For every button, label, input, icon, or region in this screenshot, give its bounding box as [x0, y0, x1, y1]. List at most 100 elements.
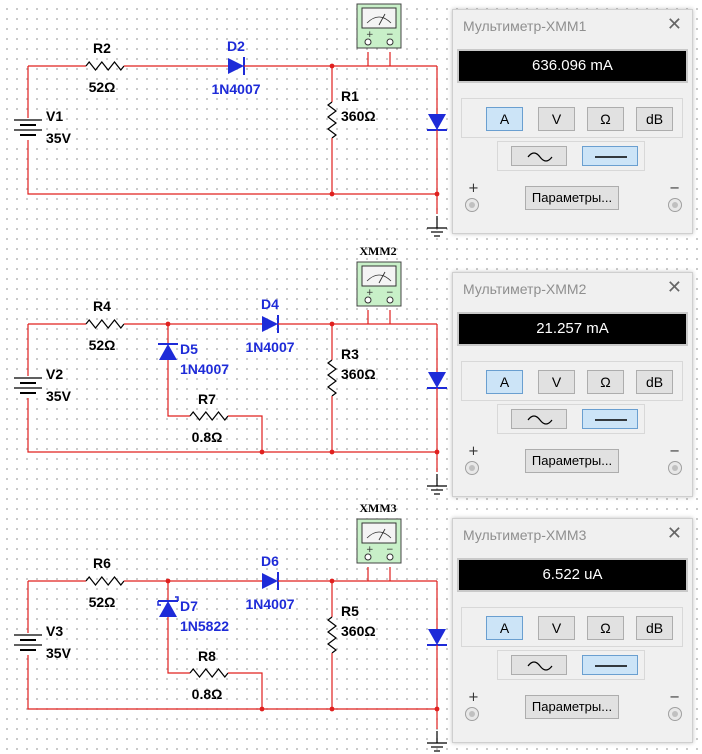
resistor-top[interactable]	[85, 61, 125, 71]
multimeter-icon[interactable]: +−	[356, 261, 402, 307]
component-label: D6	[261, 553, 279, 569]
diode-shunt[interactable]	[158, 343, 178, 360]
close-icon[interactable]: ✕	[666, 277, 682, 298]
component-label: 0.8Ω	[192, 686, 223, 702]
mode-button-1[interactable]: V	[538, 616, 575, 640]
component-label: XMM2	[359, 244, 396, 258]
mode-button-2[interactable]: Ω	[587, 107, 624, 131]
resistor-shunt[interactable]	[189, 668, 229, 678]
svg-text:+: +	[366, 545, 374, 555]
sine-wave-icon	[527, 152, 553, 162]
close-icon[interactable]: ✕	[666, 523, 682, 544]
svg-text:−: −	[386, 30, 394, 40]
junction-dot	[434, 191, 440, 197]
mode-button-2[interactable]: Ω	[587, 616, 624, 640]
diode-right[interactable]	[427, 372, 447, 389]
mode-button-2[interactable]: Ω	[587, 370, 624, 394]
resistor-load[interactable]	[327, 616, 337, 654]
mode-button-1[interactable]: V	[538, 107, 575, 131]
component-label: 52Ω	[89, 594, 116, 610]
waveform-group	[497, 141, 645, 171]
wire	[167, 617, 190, 674]
battery[interactable]	[14, 118, 42, 140]
ground-icon	[427, 216, 447, 237]
resistor-load[interactable]	[327, 359, 337, 397]
component-label: 1N5822	[180, 618, 229, 634]
multimeter-icon[interactable]: +−	[356, 518, 402, 564]
component-label: 1N4007	[245, 339, 294, 355]
mode-button-0[interactable]: A	[486, 616, 523, 640]
mode-button-3[interactable]: dB	[636, 616, 673, 640]
ac-wave-button[interactable]	[511, 146, 567, 166]
waveform-group	[497, 650, 645, 680]
resistor-shunt[interactable]	[189, 411, 229, 421]
junction-dot	[329, 449, 335, 455]
plus-terminal-label: +	[468, 444, 479, 459]
component-label: 1N4007	[211, 81, 260, 97]
resistor-load[interactable]	[327, 101, 337, 139]
mode-button-0[interactable]: A	[486, 370, 523, 394]
diode-right[interactable]	[427, 114, 447, 131]
component-label: 35V	[46, 645, 72, 661]
junction-dot	[329, 63, 335, 69]
battery[interactable]	[14, 376, 42, 398]
junction-dot	[434, 706, 440, 712]
wire	[27, 324, 437, 453]
plus-terminal[interactable]	[465, 707, 479, 721]
mode-button-1[interactable]: V	[538, 370, 575, 394]
svg-text:−: −	[386, 545, 394, 555]
parameters-button[interactable]: Параметры...	[525, 449, 619, 473]
svg-text:+: +	[366, 288, 374, 298]
resistor-top[interactable]	[85, 319, 125, 329]
plus-terminal[interactable]	[465, 461, 479, 475]
plus-terminal[interactable]	[465, 198, 479, 212]
minus-terminal[interactable]	[668, 198, 682, 212]
wire	[27, 66, 437, 195]
component-label: V1	[46, 108, 63, 124]
mode-button-3[interactable]: dB	[636, 107, 673, 131]
diode-right[interactable]	[427, 629, 447, 646]
component-label: 360Ω	[341, 366, 376, 382]
diode-shunt[interactable]	[157, 596, 179, 617]
component-label: D7	[180, 598, 198, 614]
dc-line-icon	[595, 156, 627, 158]
mode-button-3[interactable]: dB	[636, 370, 673, 394]
minus-terminal[interactable]	[668, 461, 682, 475]
dc-wave-button[interactable]	[582, 409, 638, 429]
diode-main[interactable]	[262, 572, 279, 590]
component-label: R8	[198, 648, 216, 664]
minus-terminal[interactable]	[668, 707, 682, 721]
component-label: R5	[341, 603, 359, 619]
ac-wave-button[interactable]	[511, 655, 567, 675]
parameters-button[interactable]: Параметры...	[525, 186, 619, 210]
ground-icon	[427, 474, 447, 495]
resistor-top[interactable]	[85, 576, 125, 586]
dc-wave-button[interactable]	[582, 655, 638, 675]
ac-wave-button[interactable]	[511, 409, 567, 429]
battery[interactable]	[14, 633, 42, 655]
junction-dot	[329, 706, 335, 712]
multimeter-icon[interactable]: +−	[356, 3, 402, 49]
sine-wave-icon	[527, 415, 553, 425]
component-label: 35V	[46, 130, 72, 146]
parameters-button[interactable]: Параметры...	[525, 695, 619, 719]
reading-display: 6.522 uA	[457, 558, 688, 592]
diode-main[interactable]	[228, 57, 245, 75]
component-label: D4	[261, 296, 279, 312]
component-label: R4	[93, 298, 111, 314]
mode-button-0[interactable]: A	[486, 107, 523, 131]
minus-terminal-label: −	[669, 444, 680, 459]
close-icon[interactable]: ✕	[666, 14, 682, 35]
dc-wave-button[interactable]	[582, 146, 638, 166]
diode-main[interactable]	[262, 315, 279, 333]
junction-dot	[329, 578, 335, 584]
wire	[228, 672, 263, 709]
